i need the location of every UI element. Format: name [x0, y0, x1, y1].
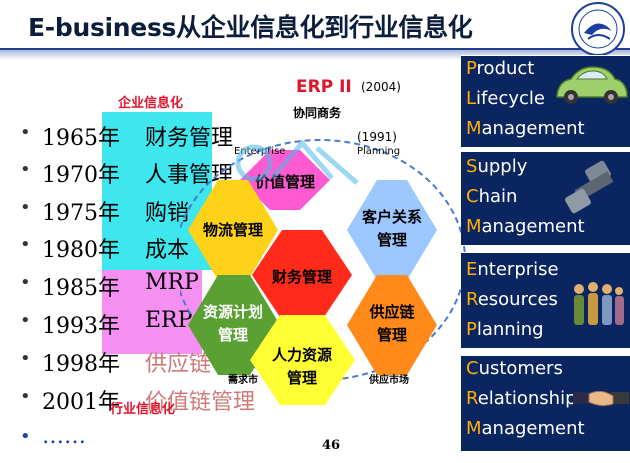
bullet-icon: • [20, 310, 31, 331]
title-underline [0, 48, 630, 50]
handshake-icon [573, 390, 629, 407]
timeline-year: 1970年 [42, 163, 120, 188]
supply-market-label: 供应市场 [369, 375, 409, 386]
hex-label-resource-1: 资源计划 [203, 303, 263, 321]
panel-line: Resources [466, 289, 558, 310]
panel-crm: Customers Relationship Management [461, 355, 630, 451]
hex-label-resource-2: 管理 [218, 326, 248, 344]
panel-plm: Product Lifecycle Management [461, 55, 630, 147]
timeline-item: 财务管理 [145, 126, 234, 151]
hex-label-value: 价值管理 [255, 173, 315, 191]
panel-line: Management [466, 418, 585, 439]
hex-label-logistics: 物流管理 [203, 221, 263, 239]
watermark-logo [235, 139, 359, 185]
timeline-year: 1985年 [42, 276, 120, 301]
collaborative-commerce-label: 协同商务 [293, 106, 342, 120]
transition-era-band [102, 270, 202, 354]
hex-label-finance: 财务管理 [272, 268, 332, 286]
timeline-item: 价值链管理 [145, 390, 256, 415]
slide-title: E-business从企业信息化到行业信息化 [28, 13, 473, 42]
page-number: 46 [322, 438, 341, 453]
hex-scm [347, 275, 437, 375]
demand-market-label: 需求市 [228, 375, 258, 386]
timeline-item: ERP [145, 308, 193, 333]
timeline-item: 成本 [145, 238, 190, 263]
erp-year-1991: (1991) [357, 130, 397, 144]
erp2-label: ERP II [296, 77, 352, 97]
timeline-more: …… [42, 424, 86, 449]
bullet-icon: • [20, 386, 31, 407]
panel-line: Product [466, 58, 535, 79]
timeline-year: 1998年 [42, 352, 120, 377]
bullet-icon: • [20, 348, 31, 369]
timeline-year: 1975年 [42, 201, 120, 226]
timeline-year: 1965年 [42, 126, 120, 151]
hex-value-chain [240, 150, 330, 210]
panel-line: Planning [466, 319, 544, 340]
bullet-icon: • [20, 234, 31, 255]
bullet-icon: • [20, 426, 31, 447]
bullet-icon: • [20, 159, 31, 180]
erp-hexagon-diagram: 价值管理 物流管理 客户关系 管理 财务管理 资源计划 管理 供应链 管理 人力… [180, 139, 466, 405]
panel-line: Management [466, 216, 585, 237]
hex-finance [252, 230, 352, 320]
timeline-item: MRP [145, 270, 199, 295]
panel-erp: Enterprise Resources Planning [461, 252, 630, 348]
enterprise-informatization-label: 企业信息化 [118, 96, 184, 111]
timeline-year: 2001年 [42, 390, 120, 415]
timeline-item: 供应链 [145, 352, 212, 377]
university-logo [571, 2, 625, 56]
industry-informatization-label: 行业信息化 [110, 402, 176, 417]
panel-line: Chain [466, 186, 518, 207]
hex-label-hr-1: 人力资源 [272, 346, 332, 364]
title-shadow [0, 50, 630, 60]
timeline-year: 1993年 [42, 314, 120, 339]
hex-hr [250, 315, 355, 405]
hex-label-crm-2: 管理 [377, 231, 407, 249]
bullet-icon: • [20, 272, 31, 293]
hex-label-crm-1: 客户关系 [361, 208, 422, 226]
people-icon [574, 282, 624, 325]
panel-line: Lifecycle [466, 88, 545, 109]
bolt-icon [565, 160, 614, 214]
hex-logistics [188, 180, 278, 280]
bullet-icon: • [20, 122, 31, 143]
title-bar [0, 0, 630, 48]
enterprise-era-band [102, 112, 212, 270]
panel-line: Supply [466, 156, 528, 177]
panel-scm: Supply Chain Management [461, 151, 630, 245]
car-icon [556, 66, 628, 104]
bullet-icon: • [20, 197, 31, 218]
hex-label-hr-2: 管理 [287, 369, 317, 387]
hex-crm [347, 180, 437, 280]
hex-label-scm-2: 管理 [377, 326, 407, 344]
enterprise-word: Enterprise [234, 146, 286, 157]
hex-label-scm-1: 供应链 [368, 303, 415, 321]
timeline-year: 1980年 [42, 238, 120, 263]
panel-line: Management [466, 118, 585, 139]
erp2-year: (2004) [361, 80, 401, 94]
panel-line: Relationship [466, 388, 577, 409]
panel-line: Customers [466, 358, 563, 379]
planning-word: Planning [357, 146, 401, 157]
panel-line: Enterprise [466, 259, 559, 280]
